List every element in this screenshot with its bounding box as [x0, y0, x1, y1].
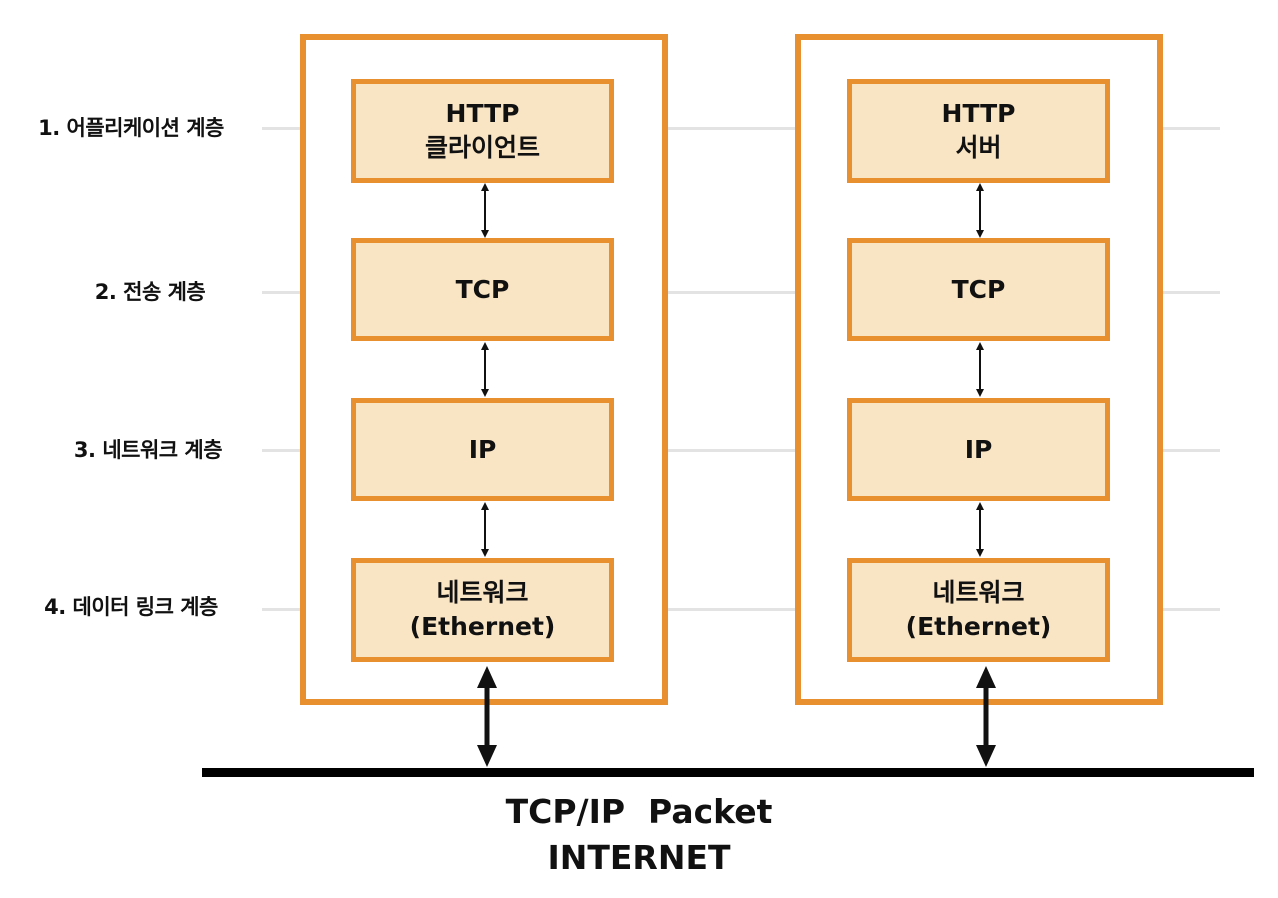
client-application-line1: HTTP: [445, 99, 520, 129]
layer-guide-line-network: [262, 449, 1220, 452]
layer-guide-line-transport: [262, 291, 1220, 294]
server-transport-box: TCP: [847, 238, 1110, 341]
client-network-line1: IP: [468, 434, 497, 464]
client-network-box: IP: [351, 398, 614, 501]
server-application-box: HTTP 서버: [847, 79, 1110, 183]
client-transport-box: TCP: [351, 238, 614, 341]
server-application-line2: 서버: [955, 133, 1002, 162]
network-label-line1: TCP/IP Packet: [505, 792, 773, 831]
layer-label-network: 3. 네트워크 계층: [73, 438, 223, 462]
server-datalink-line2: (Ethernet): [905, 612, 1052, 641]
server-transport-line1: TCP: [951, 274, 1006, 304]
server-network-line1: IP: [964, 434, 993, 464]
client-datalink-line1: 네트워크: [436, 578, 529, 608]
layer-label-datalink: 4. 데이터 링크 계층: [44, 595, 218, 619]
layer-label-application: 1. 어플리케이션 계층: [38, 116, 224, 140]
server-datalink-line1: 네트워크: [932, 578, 1025, 608]
client-transport-line1: TCP: [455, 274, 510, 304]
server-datalink-box: 네트워크 (Ethernet): [847, 558, 1110, 662]
client-datalink-line2: (Ethernet): [409, 612, 556, 641]
server-application-line1: HTTP: [941, 99, 1016, 129]
layer-guide-line-datalink: [262, 608, 1220, 611]
layer-label-transport: 2. 전송 계층: [94, 280, 206, 304]
client-application-box: HTTP 클라이언트: [351, 79, 614, 183]
client-application-line2: 클라이언트: [424, 133, 540, 162]
server-network-box: IP: [847, 398, 1110, 501]
network-label-line2: INTERNET: [547, 838, 731, 877]
layer-guide-line-application: [262, 127, 1220, 130]
internet-line: [202, 768, 1254, 777]
client-datalink-box: 네트워크 (Ethernet): [351, 558, 614, 662]
